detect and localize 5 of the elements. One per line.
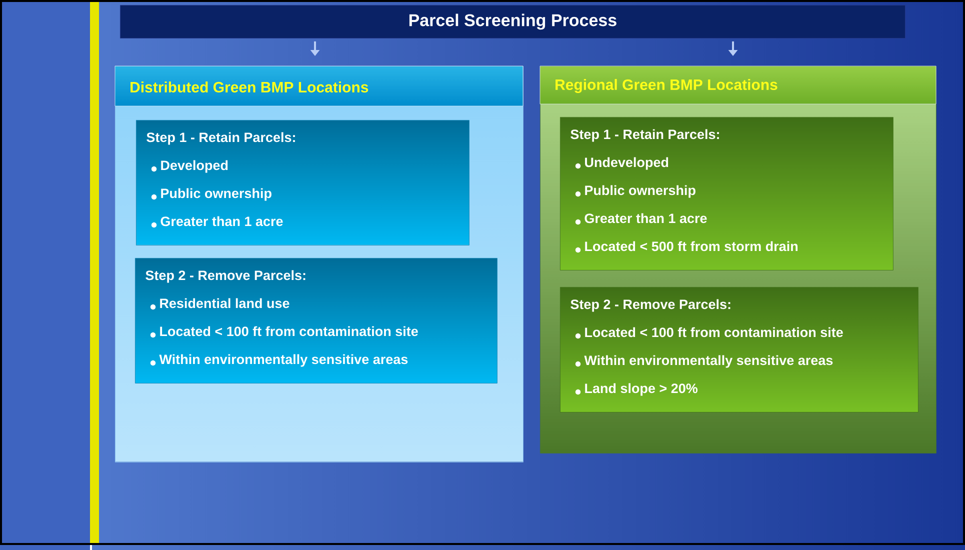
step-box: Step 2 - Remove Parcels: Located < 100 ft from contamination site Within environmentally sensitive areas Land slope > 20% [560,287,918,412]
step-box: Step 2 - Remove Parcels: Residential land use Located < 100 ft from contamination site Within environmentally sensitive areas [135,258,498,384]
title-bar: Parcel Screening Process [120,5,906,38]
step-box: Step 1 - Retain Parcels: Developed Public ownership Greater than 1 acre [136,120,470,246]
step-box: Step 1 - Retain Parcels: Undeveloped Public ownership Greater than 1 acre Located < 500 ft from storm drain [560,117,894,270]
